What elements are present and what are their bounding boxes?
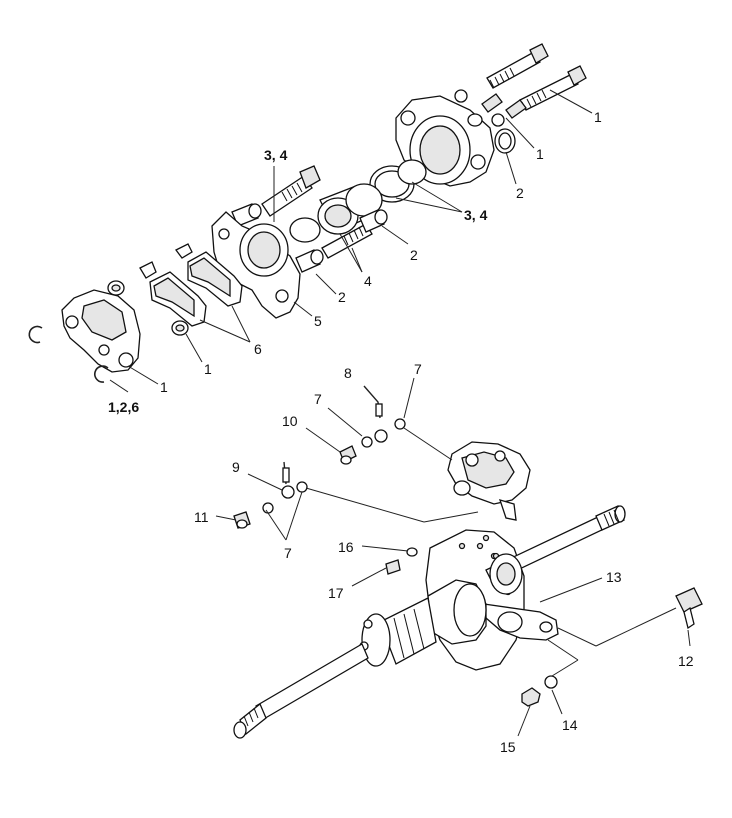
bleeder-fitting-lower xyxy=(505,99,527,119)
o-ring-small-inner xyxy=(498,132,512,150)
callout-1-pads: 1 xyxy=(204,361,212,377)
caliper-housing xyxy=(395,95,495,187)
callout-12: 12 xyxy=(678,653,694,669)
master-cylinder-valve xyxy=(447,441,531,521)
callout-7-c: 7 xyxy=(284,545,292,561)
retaining-clip-left xyxy=(28,325,43,344)
callout-2-mid: 2 xyxy=(410,247,418,263)
callout-15: 15 xyxy=(500,739,516,755)
pin-bushing-pads xyxy=(171,320,189,336)
wheel-hub xyxy=(489,553,523,595)
caliper-half-inner xyxy=(61,289,141,373)
dust-seal xyxy=(397,159,427,185)
slide-bushing-low xyxy=(295,249,324,273)
callout-13: 13 xyxy=(606,569,622,585)
washer-bleeder xyxy=(491,113,505,127)
axle-shaft-left xyxy=(233,643,369,739)
caliper-piston xyxy=(317,183,383,235)
washer-7c xyxy=(262,502,274,514)
brake-line-fitting-lower xyxy=(281,461,295,499)
bolt-12 xyxy=(675,587,703,630)
piston-ring xyxy=(289,217,321,243)
cv-boot xyxy=(379,597,437,665)
callout-8: 8 xyxy=(344,365,352,381)
bleeder-fitting-upper xyxy=(481,93,503,113)
banjo-bolt-10 xyxy=(339,445,357,465)
washer-7a xyxy=(361,436,373,448)
callout-6: 6 xyxy=(254,341,262,357)
callout-1-bleeder: 1 xyxy=(536,146,544,162)
retaining-clip-bottom xyxy=(94,365,109,383)
slide-pin-spring xyxy=(321,223,373,259)
caliper-bracket xyxy=(211,211,301,319)
callout-1-bolt: 1 xyxy=(594,109,602,125)
bushing-upper-left xyxy=(231,203,262,227)
caliper-pin-bolt xyxy=(261,165,321,217)
callout-9: 9 xyxy=(232,459,240,475)
caliper-bolt-lower xyxy=(519,65,587,111)
leader-lines xyxy=(109,89,691,737)
cv-joint-housing xyxy=(427,579,487,645)
cv-inner-joint xyxy=(359,613,391,667)
callout-17: 17 xyxy=(328,585,344,601)
callout-14: 14 xyxy=(562,717,578,733)
washer-7d xyxy=(296,481,308,493)
callout-16: 16 xyxy=(338,539,354,555)
washer-16 xyxy=(406,547,418,557)
callout-2-low: 2 xyxy=(338,289,346,305)
washer-top xyxy=(454,89,468,103)
brake-pad-inner xyxy=(175,243,243,307)
caliper-mount-plate xyxy=(483,603,559,641)
caliper-bolt-upper xyxy=(486,43,549,89)
callout-7-b: 7 xyxy=(414,361,422,377)
bolt-11 xyxy=(233,511,251,529)
callout-11: 11 xyxy=(194,509,209,525)
callout-1-left: 1 xyxy=(160,379,168,395)
washer-14 xyxy=(544,675,558,689)
callout-3-4-top: 3, 4 xyxy=(264,147,288,163)
callout-2-top: 2 xyxy=(516,185,524,201)
slide-bushing-mid xyxy=(359,209,388,233)
callout-7-a: 7 xyxy=(314,391,322,407)
screw-17 xyxy=(385,559,401,575)
callout-1-2-6: 1,2,6 xyxy=(108,399,139,415)
brake-line-fitting-upper xyxy=(363,385,388,443)
nut-15 xyxy=(521,687,541,707)
brake-pad-outer xyxy=(139,261,207,327)
pin-bushing-caliper xyxy=(107,280,125,296)
callout-3-4-right: 3, 4 xyxy=(464,207,488,223)
callout-4: 4 xyxy=(364,273,372,289)
callout-10: 10 xyxy=(282,413,298,429)
callout-5: 5 xyxy=(314,313,322,329)
washer-7b xyxy=(394,418,406,430)
